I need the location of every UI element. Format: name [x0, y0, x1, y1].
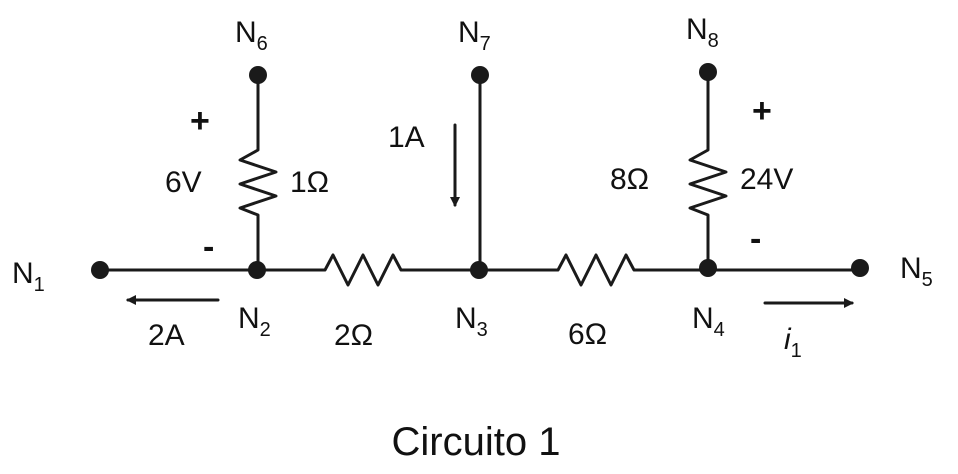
resistor-2ohm	[253, 253, 480, 287]
node-n8-dot	[699, 63, 717, 81]
node-n4-dot	[699, 259, 717, 277]
node-label-n4: N4	[692, 302, 725, 341]
polarity-plus-24v: +	[752, 92, 772, 130]
node-label-n6: N6	[235, 16, 268, 55]
label-i1: i1	[784, 323, 802, 362]
node-label-n5: N5	[900, 252, 933, 291]
polarity-plus-6v: +	[190, 102, 210, 140]
node-n2-dot	[248, 261, 266, 279]
node-label-n7: N7	[458, 16, 491, 55]
node-n6-dot	[249, 66, 267, 84]
resistor-6ohm	[476, 253, 710, 287]
resistor-1ohm	[238, 73, 278, 272]
caption: Circuito 1	[392, 420, 561, 464]
node-n5-dot	[851, 259, 869, 277]
polarity-minus-24v: -	[750, 220, 761, 258]
node-n1-dot	[91, 261, 109, 279]
node-n7-dot	[471, 66, 489, 84]
label-1a: 1A	[388, 121, 425, 154]
node-label-n3: N3	[455, 302, 488, 341]
label-2ohm: 2Ω	[334, 319, 373, 352]
label-24v: 24V	[740, 163, 793, 196]
node-label-n1: N1	[12, 257, 45, 296]
label-6v: 6V	[165, 166, 202, 199]
node-n3-dot	[470, 261, 488, 279]
label-2a: 2A	[148, 319, 185, 352]
polarity-minus-6v: -	[203, 228, 214, 266]
label-8ohm: 8Ω	[610, 163, 649, 196]
node-label-n8: N8	[686, 13, 719, 52]
label-1ohm: 1Ω	[290, 166, 329, 199]
resistor-8ohm	[688, 70, 728, 272]
node-label-n2: N2	[238, 302, 271, 341]
label-6ohm: 6Ω	[568, 318, 607, 351]
